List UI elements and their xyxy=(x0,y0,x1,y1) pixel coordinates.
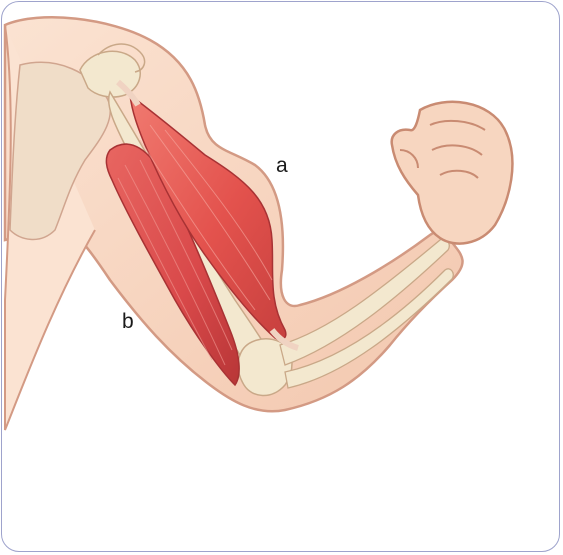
label-b: b xyxy=(122,310,134,333)
fist xyxy=(392,102,513,244)
label-a: a xyxy=(276,154,288,177)
